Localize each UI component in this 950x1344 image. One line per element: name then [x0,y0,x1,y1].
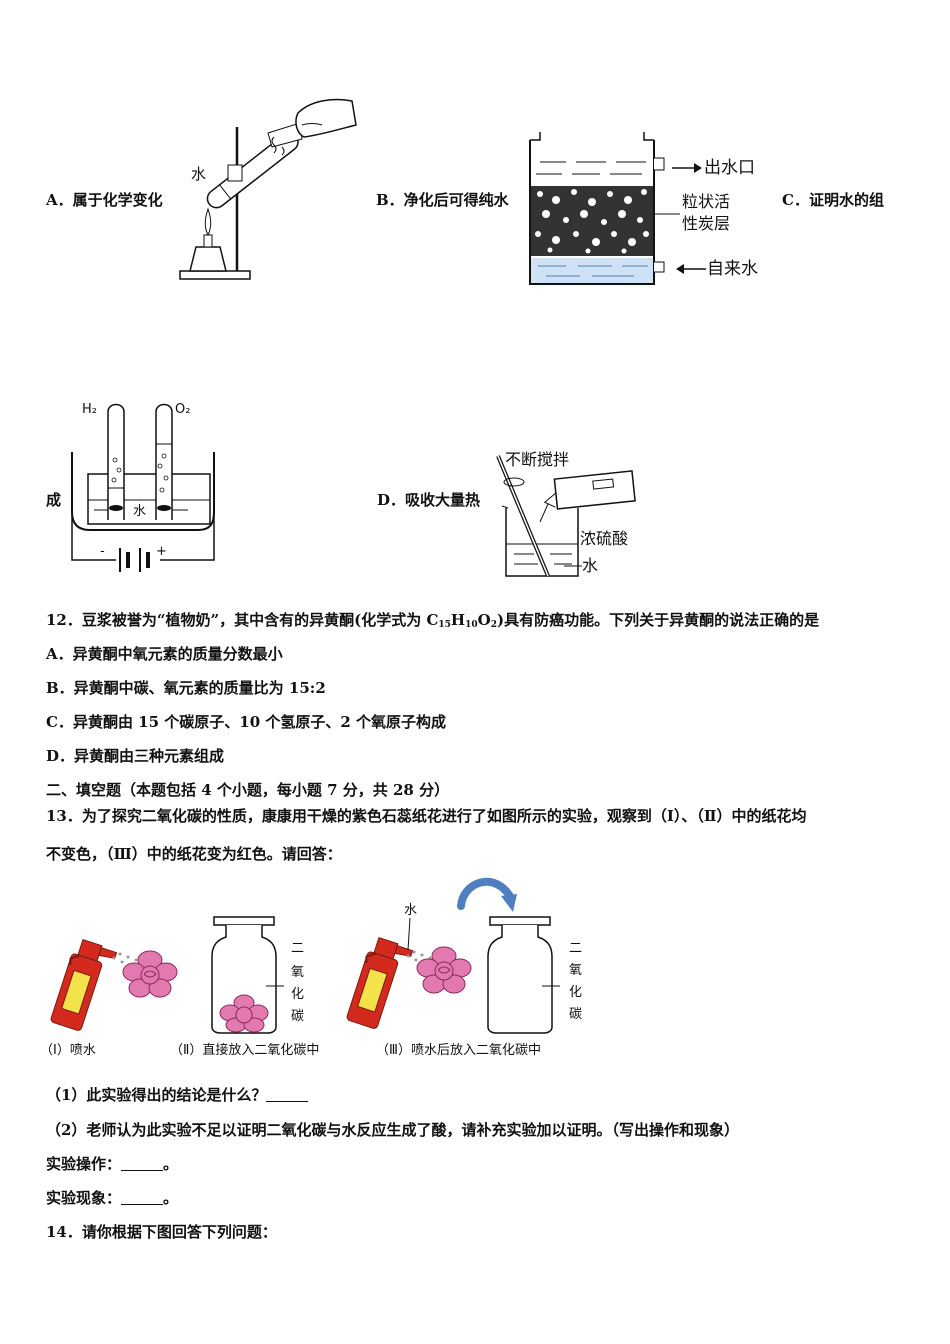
q12-stem: 12．豆浆被誉为“植物奶”，其中含有的异黄酮(化学式为 C15H10O2)具有防… [46,611,820,630]
flower-1-icon [122,950,178,998]
gas-jar-3 [487,916,553,1034]
co2-label-2b: 氧 [291,965,305,980]
spray-bottle-3 [346,936,414,1029]
fig-b-outlet-label: 出水口 [704,158,755,178]
fig-c-water-label: 水 [133,504,147,519]
fig-c-plus-label: + [156,544,167,559]
fig-b-pointer-line [652,213,680,215]
answer-blank-operation[interactable] [121,1156,164,1171]
fig-d-acid-label: 浓硫酸 [580,529,629,548]
fig-a-heating-apparatus [179,98,357,280]
co2-label-2a: 二 [291,941,305,956]
q12-option-a: A．异黄酮中氧元素的质量分数最小 [46,645,283,663]
answer-blank-phenomenon[interactable] [121,1190,164,1205]
co2-label-3a: 二 [569,941,583,956]
q13-operation: 实验操作：。 [46,1155,179,1173]
fig-a-water-label: 水 [191,165,207,183]
q12-option-d: D．异黄酮由三种元素组成 [46,747,225,765]
co2-label-2d: 碳 [291,1009,305,1024]
co2-pointer-2 [266,985,284,987]
co2-label-3d: 碳 [569,1007,583,1022]
fig-13-water-pointer [407,917,411,951]
fig-13-water-label: 水 [404,903,418,918]
caption-3: （Ⅲ）喷水后放入二氧化碳中 [376,1043,541,1058]
q13-stem-line1: 13．为了探究二氧化碳的性质，康康用干燥的紫色石蕊纸花进行了如图所示的实验，观察… [46,807,807,825]
fig-d-water-label: 水 [582,556,599,575]
fig-c-minus-label: - [100,544,105,559]
q13-sub1: （1）此实验得出的结论是什么？ [46,1085,309,1105]
q14-stem: 14．请你根据下图回答下列问题： [46,1223,277,1241]
fig-d-water-pointer [564,565,582,567]
fig-b-carbon-label-2: 性炭层 [682,214,731,233]
fig-b-outlet-arrow-icon [672,163,702,173]
co2-label-3c: 化 [569,985,583,1000]
co2-label-3b: 氧 [569,963,583,978]
q11-option-a: A．属于化学变化 [46,191,163,209]
fig-c-o2-label: O₂ [175,402,191,417]
fig-c-h2-label: H₂ [82,402,97,417]
fig-d-stir-label: 不断搅拌 [505,450,570,469]
fig-c-electrolysis-apparatus [71,403,215,572]
co2-pointer-3 [542,985,560,987]
spray-bottle-1 [50,938,118,1031]
gas-jar-2 [211,916,277,1034]
q11-option-c: C．证明水的组 [782,191,884,209]
q13-sub2: （2）老师认为此实验不足以证明二氧化碳与水反应生成了酸，请补充实验加以证明。（写… [46,1121,739,1139]
q12-option-c: C．异黄酮由 15 个碳原子、10 个氢原子、2 个氧原子构成 [46,713,447,731]
q11-option-b: B．净化后可得纯水 [376,191,509,209]
q13-stem-line2: 不变色，（Ⅲ）中的纸花变为红色。请回答： [46,845,342,863]
section-heading: 二、填空题（本题包括 4 个小题，每小题 7 分，共 28 分） [46,781,450,799]
flower-3-icon [416,946,472,994]
curved-arrow-icon [457,877,517,912]
fig-b-inlet-arrow-icon [676,264,706,274]
fig-b-inlet-label: 自来水 [707,259,758,279]
caption-1: （I）喷水 [40,1043,96,1058]
fig-b-carbon-label-1: 粒状活 [682,192,731,211]
caption-2: （Ⅱ）直接放入二氧化碳中 [170,1043,320,1058]
co2-label-2c: 化 [291,987,305,1002]
answer-blank-1[interactable] [266,1087,309,1102]
q13-phenomenon: 实验现象：。 [46,1189,179,1207]
fig-b-water-purifier [529,132,665,285]
fig-d-dilution-apparatus [496,455,636,577]
q11-option-c-cont: 成 [46,491,62,509]
q11-option-d: D．吸收大量热 [377,491,481,509]
q12-option-b: B．异黄酮中碳、氧元素的质量比为 15:2 [46,679,326,697]
